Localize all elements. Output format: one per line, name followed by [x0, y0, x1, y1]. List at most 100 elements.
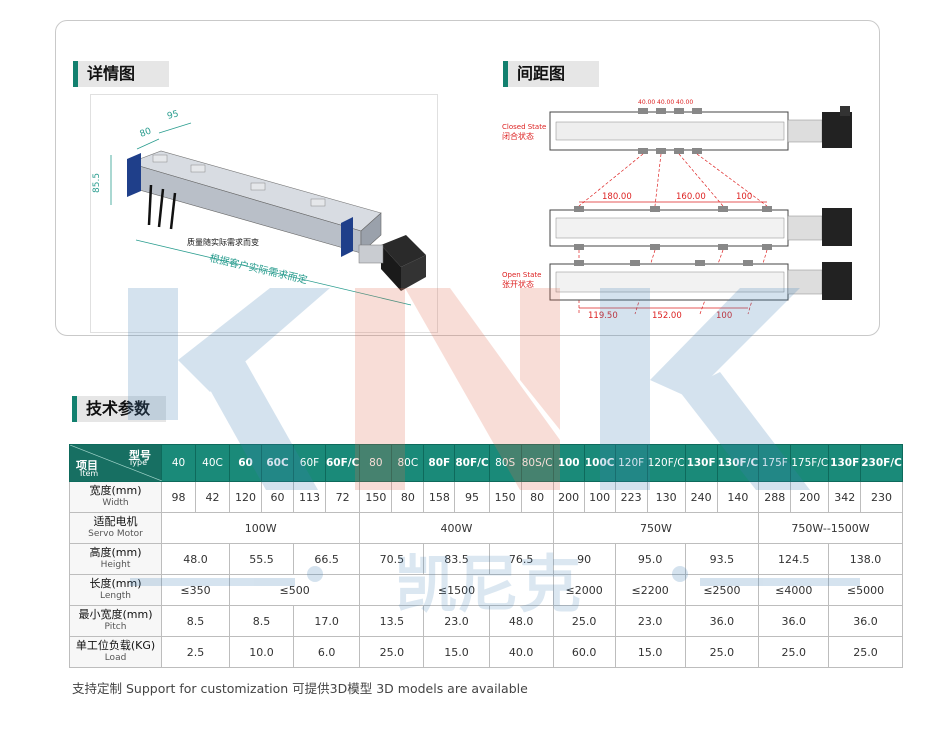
table-cell: ≤2500 [684, 574, 760, 606]
table-cell: 23.0 [614, 605, 686, 637]
row-label-cn: 长度(mm) [89, 577, 142, 590]
table-cell: 98 [161, 481, 196, 513]
type-header-cell: 60F [293, 444, 326, 482]
table-cell: ≤5000 [828, 574, 903, 606]
footer-note: 支持定制 Support for customization 可提供3D模型 3… [72, 681, 528, 696]
table-cell: 25.0 [359, 636, 425, 668]
detail-drawing: 95 80 85.5 [90, 94, 438, 333]
table-cell: 230 [860, 481, 903, 513]
open-dim-3: 100 [716, 311, 732, 321]
table-cell: 8.5 [161, 605, 230, 637]
drawings-panel: 详情图 间距图 95 80 85.5 [55, 20, 880, 336]
type-header-cell: 80C [391, 444, 425, 482]
table-cell: 288 [758, 481, 792, 513]
row-label: 最小宽度(mm)Pitch [69, 605, 162, 637]
table-cell: 13.5 [359, 605, 425, 637]
table-cell: 76.5 [488, 543, 554, 575]
row-label-en: Height [100, 560, 131, 570]
dim-80-label: 80 [139, 126, 153, 139]
table-cell: 80 [520, 481, 554, 513]
table-cell: 55.5 [229, 543, 294, 575]
params-section-title: 技术参数 [72, 396, 166, 422]
table-cell: 60.0 [552, 636, 616, 668]
type-header-cell: 130F [684, 444, 718, 482]
table-row: 长度(mm)Length≤350≤500≤1500≤2000≤2200≤2500… [69, 574, 903, 606]
type-header-cell: 40C [195, 444, 230, 482]
type-header-cell: 230F/C [860, 444, 903, 482]
row-label: 长度(mm)Length [69, 574, 162, 606]
table-cell: 200 [552, 481, 585, 513]
table-cell: ≤2000 [552, 574, 616, 606]
type-header-cell: 100C [583, 444, 616, 482]
type-header-cell: 100 [552, 444, 585, 482]
table-cell: 158 [423, 481, 456, 513]
closed-state-en: Closed State [502, 123, 547, 131]
table-cell: 223 [614, 481, 648, 513]
table-cell: 17.0 [292, 605, 361, 637]
type-header-cell: 80S/C [520, 444, 554, 482]
row-label-en: Load [104, 653, 127, 663]
type-header-cell: 80F/C [454, 444, 490, 482]
table-cell: 36.0 [758, 605, 830, 637]
table-cell: 40.0 [488, 636, 554, 668]
table-cell: 100W [160, 512, 361, 544]
item-label-cn: 项目 [76, 459, 98, 472]
row-label-en: Width [102, 498, 129, 508]
table-cell: 150 [488, 481, 522, 513]
table-cell: 70.5 [359, 543, 425, 575]
row-label-cn: 高度(mm) [89, 546, 142, 559]
type-header-cell: 130F/C [716, 444, 760, 482]
type-header-cell: 80S [488, 444, 522, 482]
table-cell: 200 [790, 481, 830, 513]
closed-state-label: Closed State 闭合状态 [502, 123, 546, 141]
table-cell: 42 [195, 481, 230, 513]
dim-85-5-label: 85.5 [92, 173, 102, 193]
table-cell: 25.0 [552, 605, 616, 637]
table-cell: 48.0 [161, 543, 230, 575]
dim-95-label: 95 [166, 109, 180, 122]
table-cell: 90 [552, 543, 616, 575]
row-label: 高度(mm)Height [69, 543, 162, 575]
table-cell: 25.0 [828, 636, 903, 668]
table-cell: 113 [293, 481, 326, 513]
table-cell: 15.0 [614, 636, 686, 668]
type-label-cn: 型号 [129, 449, 151, 462]
type-header-cell: 60C [261, 444, 294, 482]
table-cell: 72 [324, 481, 361, 513]
table-cell: ≤1500 [359, 574, 554, 606]
module-body [127, 150, 426, 291]
table-cell: 240 [684, 481, 718, 513]
row-label-cn: 适配电机 [93, 515, 138, 528]
type-header-cell: 130F [828, 444, 862, 482]
table-cell: 150 [359, 481, 393, 513]
row-label-en: Pitch [104, 622, 127, 632]
row-label-en: Servo Motor [88, 529, 143, 539]
type-header-cell: 80 [359, 444, 393, 482]
table-cell: 95.0 [614, 543, 686, 575]
mid-dim-1: 180.00 [602, 192, 632, 202]
table-cell: ≤2200 [614, 574, 686, 606]
table-cell: 48.0 [488, 605, 554, 637]
table-cell: 15.0 [423, 636, 490, 668]
detail-section-title: 详情图 [73, 61, 169, 87]
row-label-en: Length [99, 591, 132, 601]
row-label: 宽度(mm)Width [69, 481, 162, 513]
type-header-cell: 40 [161, 444, 196, 482]
table-cell: 36.0 [684, 605, 760, 637]
open-module [549, 260, 852, 301]
table-cell: 6.0 [292, 636, 361, 668]
type-header-cell: 120F/C [646, 444, 686, 482]
closed-dim-3: 40.00 [676, 99, 693, 106]
type-label-en: Type [128, 458, 147, 467]
table-cell: 120 [229, 481, 262, 513]
weight-note: 质量随实际需求而变 [187, 237, 259, 247]
table-cell: 10.0 [229, 636, 294, 668]
table-cell: 400W [359, 512, 554, 544]
table-cell: 750W--1500W [758, 512, 903, 544]
